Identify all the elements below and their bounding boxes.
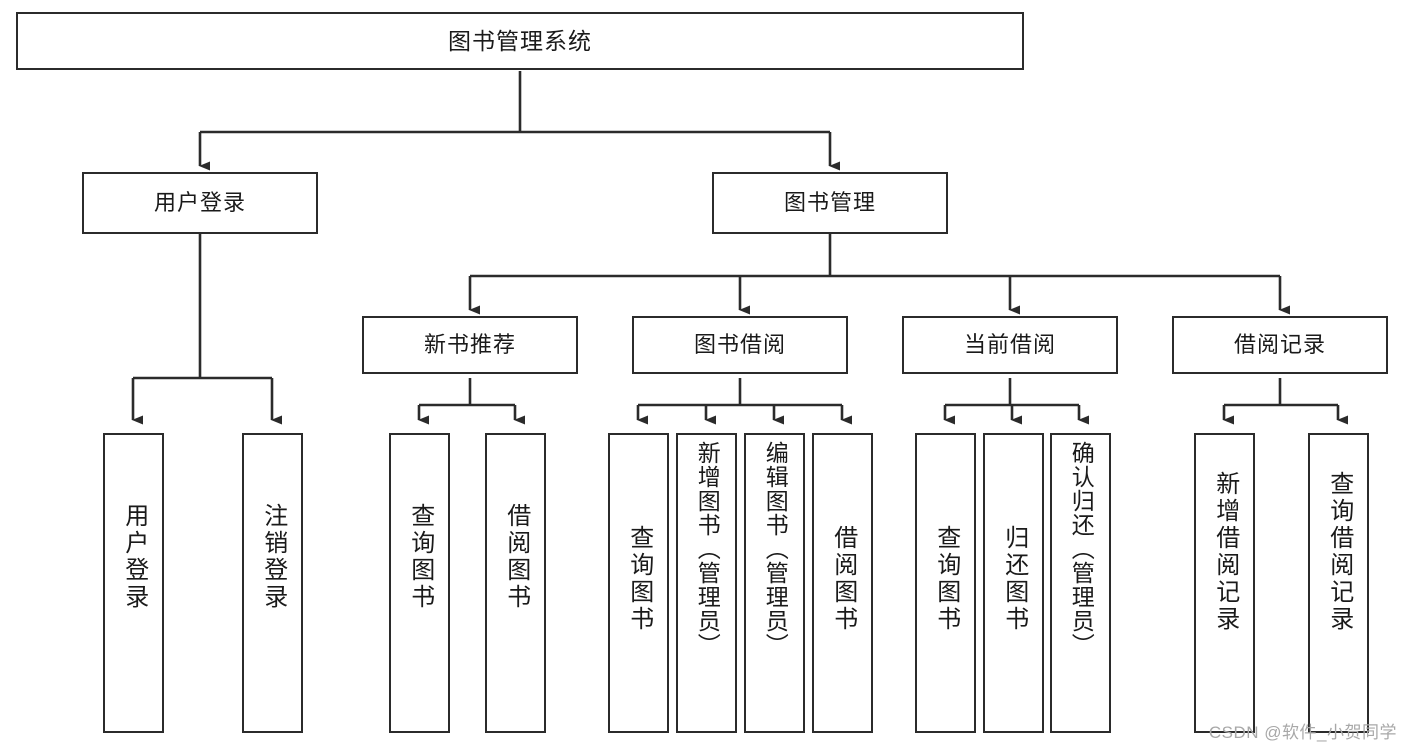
leaf-book-borrow-add-book-admin[interactable]: 新增图书（管理员） bbox=[676, 433, 737, 733]
node-label: 当前借阅 bbox=[963, 332, 1056, 358]
node-label: 图书管理 bbox=[783, 190, 876, 216]
node-label: 查询图书 bbox=[406, 503, 434, 611]
node-label: 用户登录 bbox=[120, 503, 148, 611]
leaf-borrow-record-add-record[interactable]: 新增借阅记录 bbox=[1194, 433, 1255, 733]
node-root-library-management-system[interactable]: 图书管理系统 bbox=[16, 12, 1024, 70]
node-label: 新增借阅记录 bbox=[1211, 471, 1239, 633]
leaf-current-borrow-confirm-return-admin[interactable]: 确认归还（管理员） bbox=[1050, 433, 1111, 733]
node-book-management[interactable]: 图书管理 bbox=[712, 172, 948, 234]
node-label: 借阅图书 bbox=[829, 525, 857, 633]
leaf-current-borrow-return-books[interactable]: 归还图书 bbox=[983, 433, 1044, 733]
node-label: 查询图书 bbox=[625, 525, 653, 633]
node-label: 确认归还（管理员） bbox=[1068, 441, 1095, 657]
node-label: 编辑图书（管理员） bbox=[762, 441, 789, 657]
node-current-borrowing[interactable]: 当前借阅 bbox=[902, 316, 1118, 374]
node-new-book-recommendation[interactable]: 新书推荐 bbox=[362, 316, 578, 374]
leaf-new-book-query-books[interactable]: 查询图书 bbox=[389, 433, 450, 733]
leaf-book-borrow-query-books[interactable]: 查询图书 bbox=[608, 433, 669, 733]
leaf-book-borrow-edit-book-admin[interactable]: 编辑图书（管理员） bbox=[744, 433, 805, 733]
node-label: 查询图书 bbox=[932, 525, 960, 633]
node-label: 用户登录 bbox=[153, 190, 246, 216]
leaf-user-login-signout[interactable]: 注销登录 bbox=[242, 433, 303, 733]
leaf-book-borrow-borrow-books[interactable]: 借阅图书 bbox=[812, 433, 873, 733]
node-label: 归还图书 bbox=[1000, 525, 1028, 633]
leaf-user-login-signin[interactable]: 用户登录 bbox=[103, 433, 164, 733]
node-label: 图书借阅 bbox=[693, 332, 786, 358]
leaf-borrow-record-query-record[interactable]: 查询借阅记录 bbox=[1308, 433, 1369, 733]
node-label: 新书推荐 bbox=[423, 332, 516, 358]
node-label: 注销登录 bbox=[259, 503, 287, 611]
node-borrowing-record[interactable]: 借阅记录 bbox=[1172, 316, 1388, 374]
node-label: 新增图书（管理员） bbox=[694, 441, 721, 657]
node-label: 查询借阅记录 bbox=[1325, 471, 1353, 633]
node-book-borrowing[interactable]: 图书借阅 bbox=[632, 316, 848, 374]
node-user-login[interactable]: 用户登录 bbox=[82, 172, 318, 234]
csdn-watermark: CSDN @软件_小贺同学 bbox=[1208, 723, 1397, 742]
node-label: 借阅图书 bbox=[502, 503, 530, 611]
node-label: 图书管理系统 bbox=[448, 27, 592, 54]
node-label: 借阅记录 bbox=[1233, 332, 1326, 358]
leaf-current-borrow-query-books[interactable]: 查询图书 bbox=[915, 433, 976, 733]
leaf-new-book-borrow-books[interactable]: 借阅图书 bbox=[485, 433, 546, 733]
